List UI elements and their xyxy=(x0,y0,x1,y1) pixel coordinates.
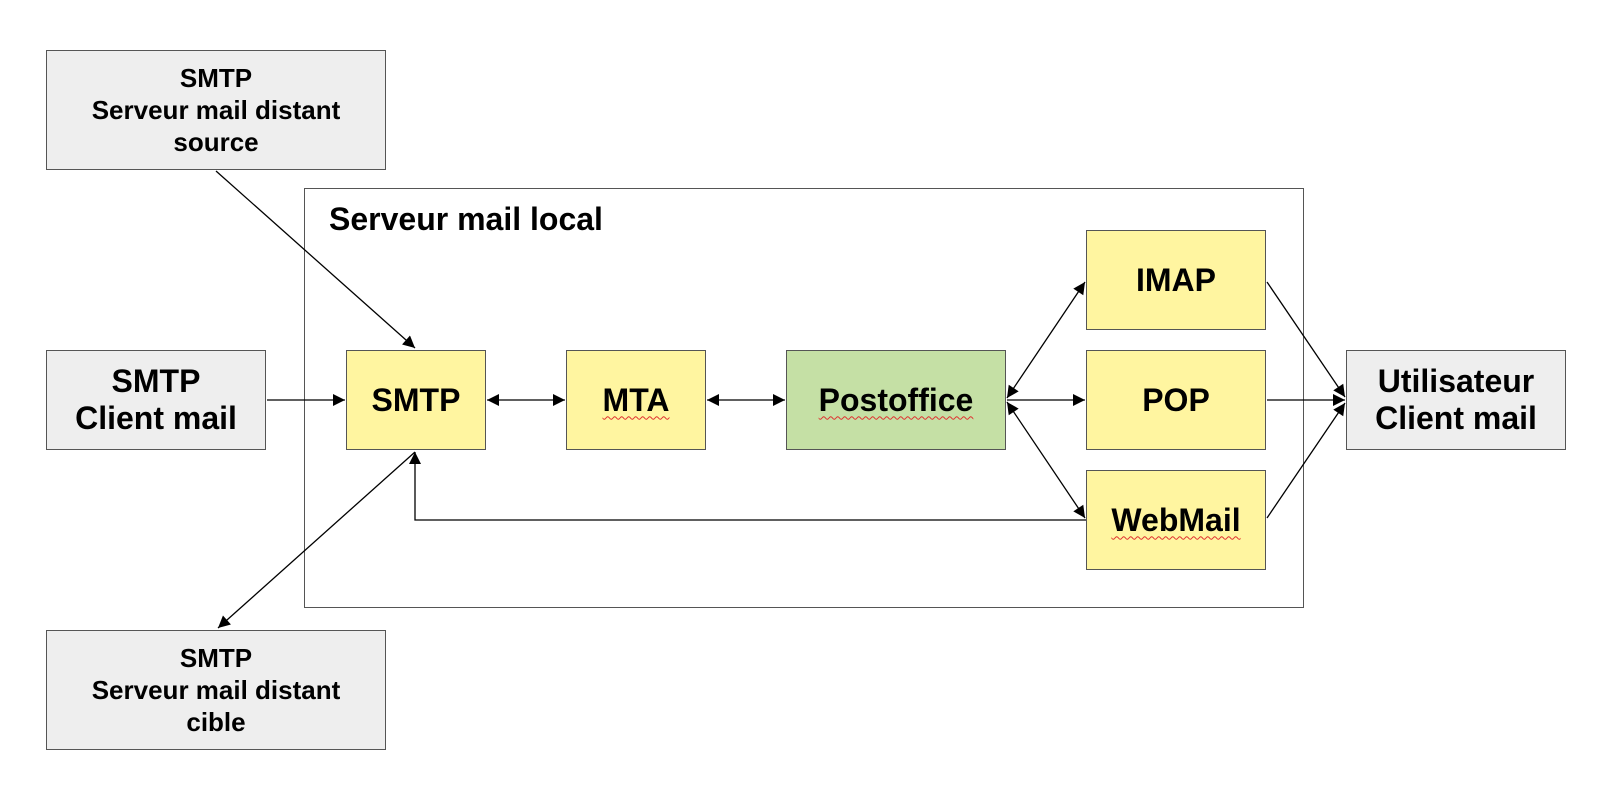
node-label: Postoffice xyxy=(818,381,974,418)
local-mail-server-container: Serveur mail local xyxy=(304,188,1304,608)
node-postoffice: Postoffice xyxy=(786,350,1006,450)
node-smtp-client-mail: SMTP Client mail xyxy=(46,350,266,450)
edge-postoffice-imap xyxy=(1006,281,1086,399)
node-label: Utilisateur Client mail xyxy=(1375,363,1537,436)
node-smtp-remote-source: SMTP Serveur mail distant source xyxy=(46,50,386,170)
node-label: IMAP xyxy=(1136,261,1216,298)
node-pop: POP xyxy=(1086,350,1266,450)
container-title: Serveur mail local xyxy=(329,201,603,237)
node-label: MTA xyxy=(602,381,670,418)
edge-webmail-to-user xyxy=(1266,402,1346,519)
edge-source-to-smtp xyxy=(215,170,416,349)
node-webmail: WebMail xyxy=(1086,470,1266,570)
node-label: POP xyxy=(1142,381,1210,418)
edge-postoffice-webmail xyxy=(1006,401,1086,519)
node-label: WebMail xyxy=(1111,501,1241,538)
node-label: SMTP xyxy=(371,381,461,418)
node-user-client-mail: Utilisateur Client mail xyxy=(1346,350,1566,450)
node-label: SMTP Serveur mail distant source xyxy=(91,63,341,157)
node-mta: MTA xyxy=(566,350,706,450)
node-smtp: SMTP xyxy=(346,350,486,450)
node-label: SMTP Client mail xyxy=(75,363,237,436)
edge-imap-to-user xyxy=(1266,281,1346,398)
node-label: SMTP Serveur mail distant cible xyxy=(91,643,341,737)
edge-smtp-to-target xyxy=(217,451,416,629)
edge-webmail-to-smtp xyxy=(409,452,1086,521)
node-imap: IMAP xyxy=(1086,230,1266,330)
node-smtp-remote-target: SMTP Serveur mail distant cible xyxy=(46,630,386,750)
